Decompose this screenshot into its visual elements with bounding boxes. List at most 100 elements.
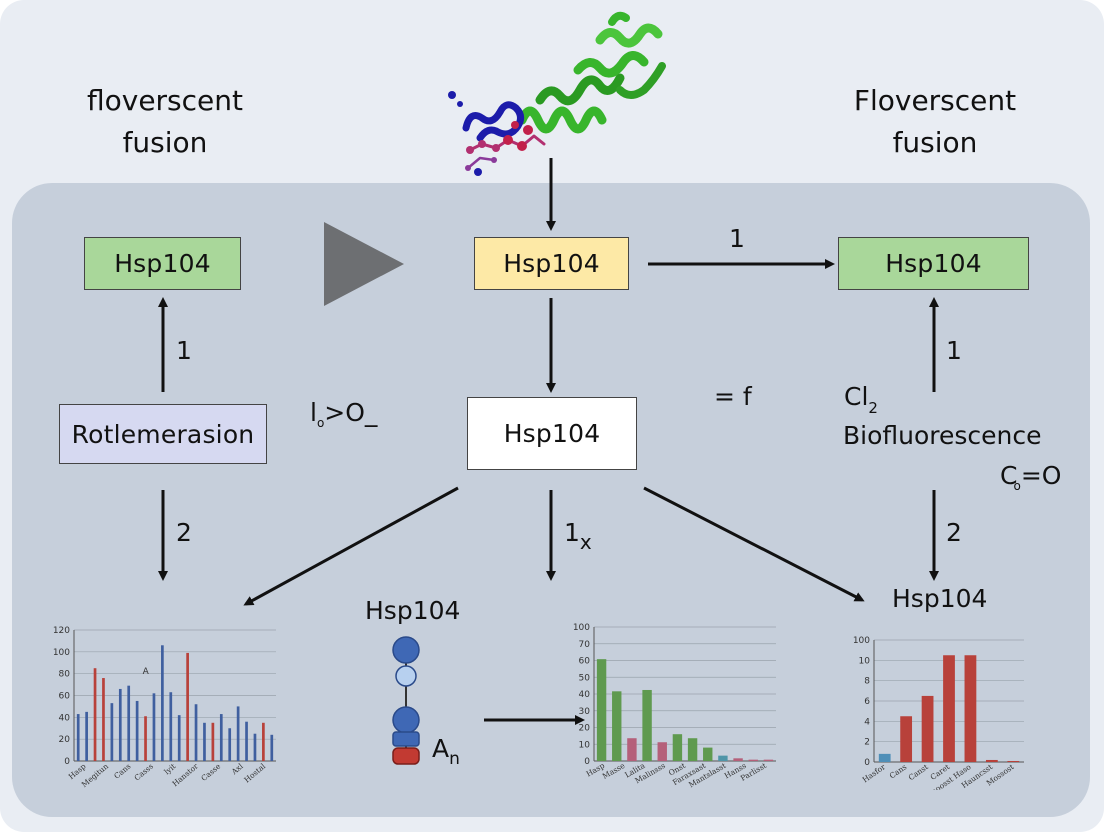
label-left-down: 2 xyxy=(176,518,192,547)
chart-left-bar xyxy=(270,734,274,761)
chart-left-tick-label: 100 xyxy=(53,648,70,658)
box-right-top: Hsp104 xyxy=(838,237,1029,290)
chart-mid-tick-label: 100 xyxy=(573,623,590,633)
chart-left-bar xyxy=(211,722,215,761)
chart-right-category-label: Canst xyxy=(907,762,930,782)
chart-left-bar xyxy=(228,728,232,761)
cl-text: Cl xyxy=(844,382,869,411)
chart-right-bar xyxy=(878,753,891,762)
an-a: A xyxy=(432,734,450,763)
chart-left-bar xyxy=(144,716,147,761)
chart-mid-bar xyxy=(687,738,698,761)
chart-mid-tick-label: 20 xyxy=(579,724,591,734)
chart-mid-bar xyxy=(703,747,713,761)
chart-left-bar xyxy=(236,706,240,761)
chart-left-tick-label: 120 xyxy=(53,626,70,636)
chart-right-tick-label: 100 xyxy=(853,636,870,646)
box-center-top: Hsp104 xyxy=(474,237,629,290)
cl2-label: Cl2 xyxy=(844,382,878,417)
chart-left-category-label: Hostal xyxy=(242,761,267,784)
chart-left-tick-label: 0 xyxy=(64,757,70,767)
chart-mid-tick-label: 10 xyxy=(579,740,591,750)
chart-mid-bar xyxy=(763,759,774,761)
chart-right-category-label: Cans xyxy=(888,762,909,780)
co-label: Co=O xyxy=(1000,461,1062,493)
biofluorescence-label: Biofluorescence xyxy=(843,421,1042,450)
chart-right-bar xyxy=(1007,760,1020,762)
chart-mid-bar xyxy=(612,691,622,761)
chart-mid-tick-label: 30 xyxy=(579,707,591,717)
chart-left-bar xyxy=(203,722,206,761)
chart-mid-tick-label: 40 xyxy=(579,690,591,700)
chart-left-bar xyxy=(135,700,139,761)
chart-left-bar xyxy=(219,714,223,761)
co-rest: =O xyxy=(1020,461,1062,490)
right-title-line1: Floverscent xyxy=(853,84,1017,117)
chart-mid-bar xyxy=(627,738,637,761)
left-formula-sub: o xyxy=(316,416,325,430)
chart-right-tick-label: 0 xyxy=(864,758,870,768)
chart-left-category-label: Casse xyxy=(199,761,222,783)
chart-left-tick-label: 40 xyxy=(59,713,71,723)
chart-right-tick-label: 6 xyxy=(864,697,870,707)
chart-mid-category-label: Masse xyxy=(601,761,627,781)
chart-mid-bar xyxy=(657,742,667,761)
chart-right-tick-label: 10 xyxy=(859,656,871,666)
left-formula-b: >O_ xyxy=(324,398,378,427)
chart-left-bar xyxy=(127,685,131,761)
equals-f: = f xyxy=(714,382,752,411)
chart-right-tick-label: 4 xyxy=(864,717,870,727)
chart-left-bar xyxy=(262,722,265,761)
chart-left-category-label: lyit xyxy=(162,762,177,777)
label-center-down-num: 1 xyxy=(564,518,580,547)
chart-left-category-label: Cans xyxy=(112,762,132,781)
chart-left-category-label: Hanstor xyxy=(170,761,200,788)
left-title-line1: floverscent xyxy=(86,84,243,117)
chart-mid-bar xyxy=(748,759,758,761)
chart-left-bar xyxy=(118,688,122,761)
left-formula: lo>O_ xyxy=(310,398,378,430)
chart-left-bar xyxy=(102,678,105,761)
chart-left-bar xyxy=(253,733,257,761)
chart-right-bar xyxy=(921,695,934,762)
left-title-line2: fusion xyxy=(122,126,208,159)
chart-mid-bar xyxy=(596,659,607,761)
chart-mid-tick-label: 70 xyxy=(579,640,591,650)
chart-left-bar xyxy=(194,704,198,761)
box-left-mid: Rotlemerasion xyxy=(59,404,267,464)
chart-left-bar xyxy=(177,715,181,761)
right-title-line2: fusion xyxy=(892,126,978,159)
left-formula-a: l xyxy=(310,398,317,427)
chart-left-bar xyxy=(93,668,97,761)
box-left-top: Hsp104 xyxy=(84,237,241,290)
label-right-down: 2 xyxy=(946,518,962,547)
an-label: An xyxy=(432,734,460,769)
chart-left-tick-label: 20 xyxy=(59,735,71,745)
chart-left-tick-label: 80 xyxy=(59,670,71,680)
label-center-down: 1x xyxy=(564,518,592,554)
right-title: Floverscent fusion xyxy=(825,80,1045,164)
chart-right-bar xyxy=(900,716,913,762)
chart-left-bar xyxy=(161,645,164,761)
chart-right-tick-label: 8 xyxy=(864,677,870,687)
chart-left-tick-label: 60 xyxy=(59,692,71,702)
an-sub: n xyxy=(449,749,460,769)
chart-right-bar xyxy=(964,655,977,762)
label-left-up: 1 xyxy=(176,336,192,365)
chart-left-bar xyxy=(169,692,173,761)
chart-mid-bar xyxy=(672,734,683,761)
label-top-right: 1 xyxy=(729,224,745,253)
chart-mid-tick-label: 0 xyxy=(584,757,590,767)
cl-sub: 2 xyxy=(868,399,878,417)
chart-right-tick-label: 2 xyxy=(864,738,870,748)
chart-mid-bar xyxy=(642,689,652,761)
left-title: floverscent fusion xyxy=(60,80,270,164)
chart-right-bar xyxy=(985,759,998,762)
box-center-mid: Hsp104 xyxy=(467,397,637,470)
chart-mid-bar xyxy=(718,755,728,761)
chart-left-bar xyxy=(245,721,248,761)
chart-right-bar xyxy=(943,655,955,762)
